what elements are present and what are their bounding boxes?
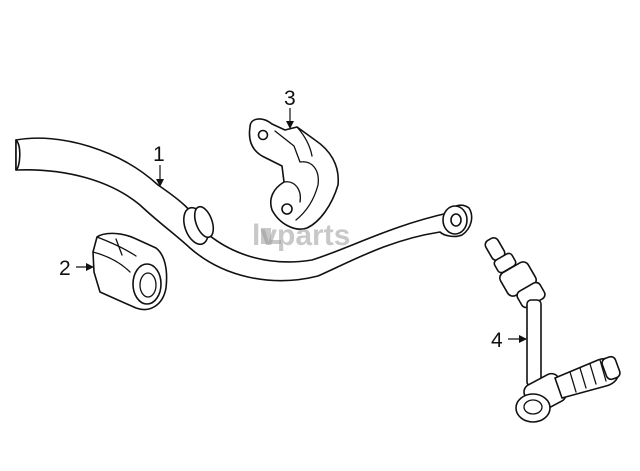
- bracket: [248, 118, 340, 230]
- callout-label-3: 3: [284, 87, 296, 110]
- callout-label-1: 1: [153, 143, 165, 166]
- callout-leaders: [76, 108, 527, 343]
- stabilizer-bar: [15, 137, 473, 282]
- watermark-text: lvparts: [252, 219, 350, 252]
- bushing: [92, 232, 168, 311]
- callout-label-4: 4: [491, 329, 503, 352]
- stabilizer-link: [484, 237, 621, 423]
- watermark-logo: lvparts: [252, 219, 350, 252]
- callout-label-2: 2: [59, 257, 71, 280]
